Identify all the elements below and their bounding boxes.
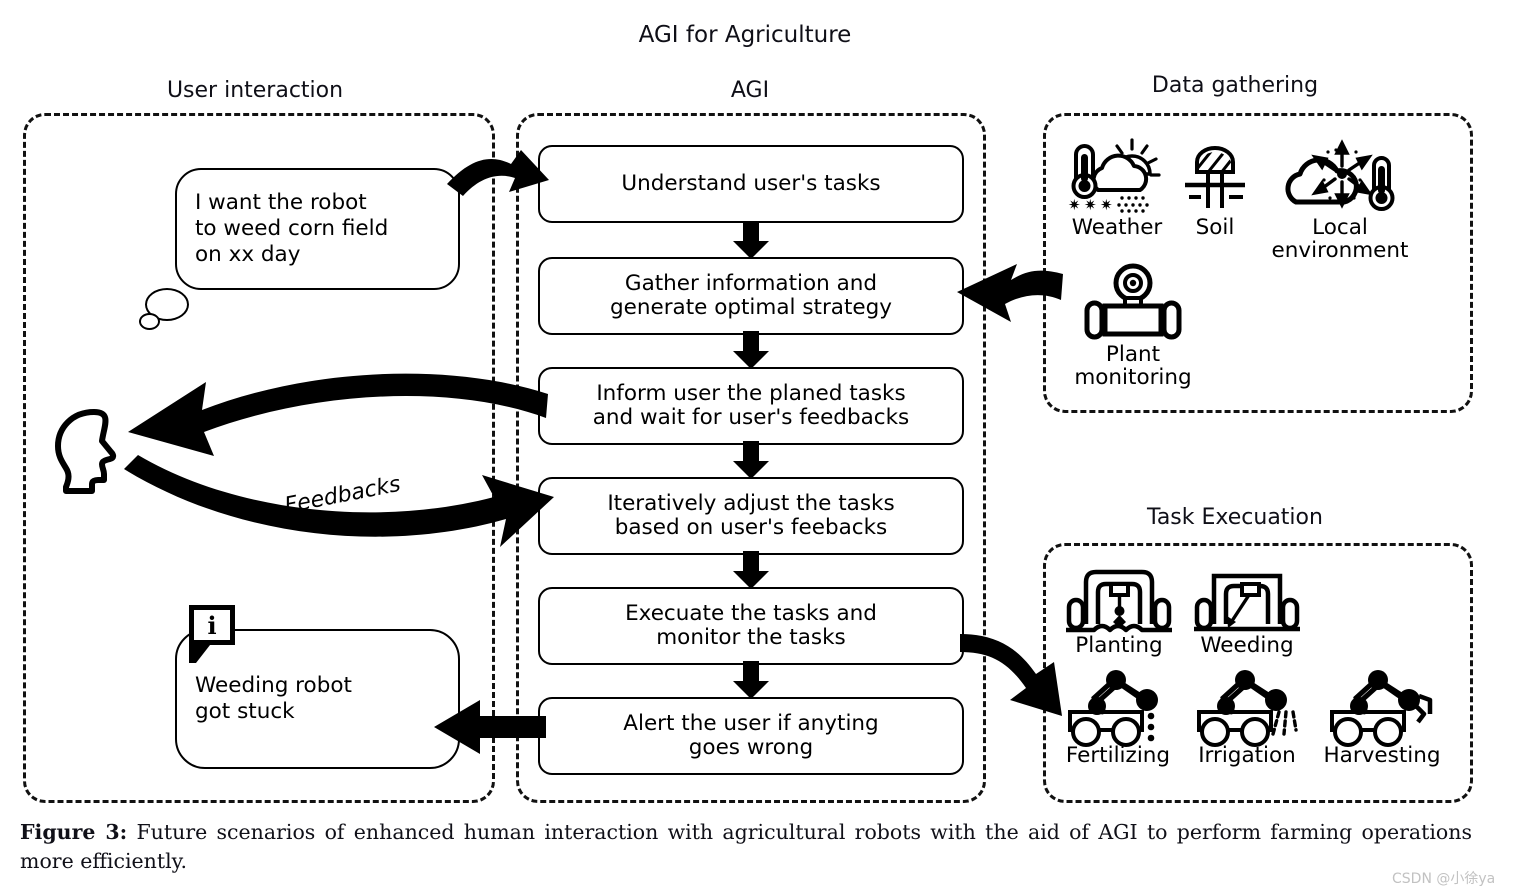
arrow-user-to-agi bbox=[124, 455, 554, 547]
task-item-weeding[interactable]: Weeding bbox=[1188, 562, 1306, 658]
task-item-fertilizing[interactable]: Fertilizing bbox=[1054, 670, 1182, 768]
task-item-planting[interactable]: Planting bbox=[1060, 562, 1178, 658]
panel-title-data-gathering: Data gathering bbox=[1151, 73, 1319, 98]
figure-caption: Figure 3: Future scenarios of enhanced h… bbox=[20, 818, 1472, 876]
soil-probe-sensor-icon bbox=[1185, 146, 1245, 208]
cloud-airflow-thermometer-icon bbox=[1285, 139, 1395, 211]
panel-title-agi: AGI bbox=[730, 78, 770, 103]
watermark: CSDN @小徐ya bbox=[1392, 871, 1496, 887]
svg-text:✷: ✷ bbox=[1068, 196, 1081, 214]
panel-title-user-interaction: User interaction bbox=[166, 78, 344, 103]
arrow-request-to-agi bbox=[447, 150, 549, 196]
arrow-agi-to-alert-bubble bbox=[434, 700, 546, 754]
figure-title: AGI for Agriculture bbox=[638, 22, 852, 48]
arrow-agi-to-task-execution bbox=[960, 634, 1062, 716]
data-item-label-plant-monitoring: Plant monitoring bbox=[1074, 342, 1192, 390]
data-item-label-local-environment: Local environment bbox=[1271, 215, 1409, 263]
alert-bubble[interactable]: Weeding robot got stuck bbox=[175, 629, 460, 769]
info-icon: i bbox=[189, 605, 235, 645]
agi-step-execute[interactable]: Execuate the tasks and monitor the tasks bbox=[538, 587, 964, 665]
panel-user-interaction bbox=[23, 113, 495, 803]
agi-step-inform[interactable]: Inform user the planed tasks and wait fo… bbox=[538, 367, 964, 445]
gantry-robot-weeding-icon bbox=[1194, 573, 1300, 632]
svg-text:✷: ✷ bbox=[1100, 196, 1113, 214]
data-item-plant-monitoring[interactable]: Plant monitoring bbox=[1063, 263, 1203, 390]
data-item-local-environment[interactable]: Local environment bbox=[1260, 139, 1420, 263]
data-item-soil[interactable]: Soil bbox=[1172, 140, 1258, 240]
human-head-icon bbox=[55, 409, 117, 494]
arm-robot-spraying-icon bbox=[1197, 670, 1298, 747]
svg-text:✷: ✷ bbox=[1084, 196, 1097, 214]
arm-robot-fertilizing-icon bbox=[1068, 670, 1158, 747]
agi-step-iterate[interactable]: Iteratively adjust the tasks based on us… bbox=[538, 477, 964, 555]
flow-arrow-down-3 bbox=[733, 441, 769, 479]
weather-thermometer-cloud-sun-icon: ✷✷✷ bbox=[1068, 138, 1161, 214]
flow-arrow-down-5 bbox=[733, 661, 769, 699]
data-item-label-soil: Soil bbox=[1195, 215, 1235, 240]
arrow-agi-to-user bbox=[128, 373, 548, 456]
arrow-data-to-agi bbox=[957, 264, 1063, 322]
info-badge-tail bbox=[189, 645, 210, 663]
task-item-label-fertilizing: Fertilizing bbox=[1065, 743, 1171, 768]
panel-agi bbox=[516, 113, 986, 803]
arm-robot-gripper-icon bbox=[1329, 670, 1432, 747]
camera-rover-robot-icon bbox=[1084, 263, 1182, 340]
figure-caption-label: Figure 3: bbox=[20, 820, 128, 844]
task-item-label-harvesting: Harvesting bbox=[1323, 743, 1441, 768]
flow-arrow-down-4 bbox=[733, 551, 769, 589]
task-item-label-planting: Planting bbox=[1075, 633, 1163, 658]
panel-data-gathering bbox=[1043, 113, 1473, 413]
agi-step-alert[interactable]: Alert the user if anyting goes wrong bbox=[538, 697, 964, 775]
data-item-weather[interactable]: ✷✷✷ Weather bbox=[1057, 138, 1177, 240]
flow-arrow-down-2 bbox=[733, 331, 769, 369]
panel-title-task-execution: Task Execuation bbox=[1147, 505, 1323, 530]
speech-bubble-dot-small bbox=[139, 313, 160, 330]
task-item-label-irrigation: Irrigation bbox=[1198, 743, 1296, 768]
user-request-bubble[interactable]: I want the robot to weed corn field on x… bbox=[175, 168, 460, 290]
figure-caption-text: Future scenarios of enhanced human inter… bbox=[20, 820, 1472, 874]
flow-arrow-down-1 bbox=[733, 221, 769, 259]
task-item-harvesting[interactable]: Harvesting bbox=[1313, 670, 1451, 768]
agi-step-gather[interactable]: Gather information and generate optimal … bbox=[538, 257, 964, 335]
agi-step-understand[interactable]: Understand user's tasks bbox=[538, 145, 964, 223]
task-item-irrigation[interactable]: Irrigation bbox=[1183, 670, 1311, 768]
data-item-label-weather: Weather bbox=[1071, 215, 1163, 240]
alert-info-badge: i bbox=[189, 605, 235, 663]
gantry-robot-seeding-icon bbox=[1066, 569, 1172, 633]
task-item-label-weeding: Weeding bbox=[1200, 633, 1294, 658]
